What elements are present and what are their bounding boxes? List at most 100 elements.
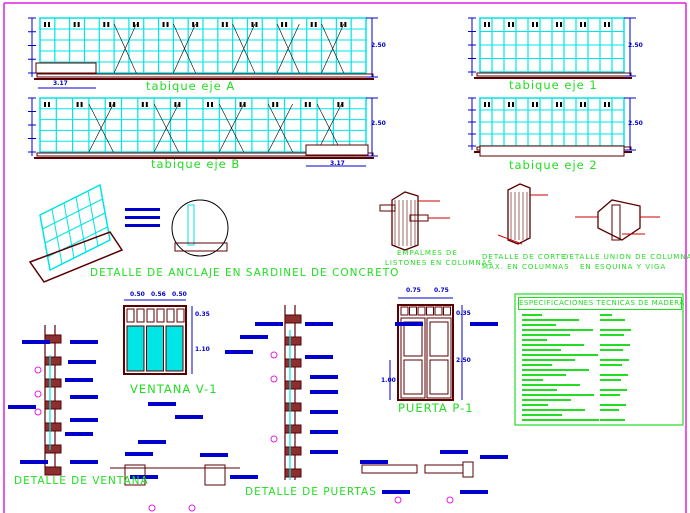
title-empalmes-2: LISTONES EN COLUMNAS (385, 259, 493, 267)
dim-b-width: 3.17 (330, 160, 345, 167)
ventana-glass-pane (146, 325, 164, 372)
title-puerta: PUERTA P-1 (398, 401, 474, 415)
tabique-2-bolt (532, 102, 534, 107)
spec-text-line (600, 379, 621, 381)
puerta-panel (403, 359, 423, 395)
annotation-tag (68, 360, 96, 364)
tabique-1-bolt (584, 22, 586, 27)
column-union (597, 199, 641, 241)
spec-text-line (522, 379, 543, 381)
ventana-section-block (44, 334, 62, 344)
section-marker (446, 496, 454, 504)
anclaje-zoom-circle (171, 199, 229, 257)
annotation-tag (125, 224, 160, 227)
title-tabique-b: tabique eje B (151, 157, 241, 171)
anclaje-sardinel (28, 231, 124, 283)
spec-text-line (522, 364, 552, 366)
annotation-tag (130, 475, 158, 479)
tabique-1-bolt (556, 22, 558, 27)
dim-b-height: 2.50 (371, 120, 386, 127)
spec-text-line (522, 349, 561, 351)
ventana-jamb-right (204, 464, 226, 486)
section-marker (270, 375, 278, 383)
annotation-tag (395, 322, 423, 326)
spec-text-line (522, 409, 585, 411)
tabique-1-bolt (536, 22, 538, 27)
ventana-transom-pane (136, 308, 145, 323)
puerta-height-3: 1.00 (381, 377, 396, 384)
tabique-2-bolt (512, 102, 514, 107)
annotation-tag (382, 490, 410, 494)
puerta-frame (397, 304, 454, 401)
anclaje-panel (39, 183, 111, 272)
tabique-b-bolt (145, 102, 148, 107)
tabique-a-bolt (136, 22, 139, 27)
tabique-a-bolt (132, 22, 135, 27)
tabique-a-bolt (281, 22, 284, 27)
dim-1-height: 2.50 (628, 42, 643, 49)
tabique-a-brace (113, 23, 137, 74)
tabique-b-bolt (239, 102, 242, 107)
liston (409, 214, 429, 222)
tabique-b-bolt (113, 102, 116, 107)
tabique-1-bolt (560, 22, 562, 27)
title-anclaje: DETALLE DE ANCLAJE EN SARDINEL DE CONCRE… (90, 267, 400, 279)
tabique-a-bolt (255, 22, 258, 27)
ventana-section-block (44, 422, 62, 432)
anclaje-section-stud (187, 204, 195, 246)
annotation-tag (22, 340, 50, 344)
puerta-section-block (284, 424, 302, 434)
tabique-b-bolt (337, 102, 340, 107)
dim-a-height: 2.50 (371, 42, 386, 49)
tabique-b-bolt (76, 102, 79, 107)
puerta-width-1: 0.75 (406, 287, 421, 294)
tabique-2-bolt (556, 102, 558, 107)
ventana-transom-pane (156, 308, 165, 323)
annotation-tag (305, 355, 333, 359)
spec-text-line (600, 409, 619, 411)
puerta-panel (429, 359, 449, 395)
anclaje-section-base (174, 242, 228, 252)
puerta-section-block (284, 358, 302, 368)
puerta-jamb (462, 461, 474, 478)
tabique-1-base (476, 72, 632, 77)
puerta-section-block (284, 402, 302, 412)
puerta-section-block (284, 380, 302, 390)
tabique-1-bolt (608, 22, 610, 27)
tabique-b-bolt (48, 102, 50, 107)
annotation-tag (310, 410, 338, 414)
spec-text-line (522, 339, 547, 341)
tabique-b-brace (219, 103, 245, 153)
spec-text-line (522, 354, 598, 356)
section-marker (270, 351, 278, 359)
puerta-height-1: 0.35 (456, 310, 471, 317)
tabique-1-bolt (508, 22, 510, 27)
ventana-transom-pane (146, 308, 155, 323)
ventana-section-block (44, 356, 62, 366)
column-corte (507, 183, 531, 245)
spec-text-line (600, 364, 622, 366)
annotation-tag (20, 460, 48, 464)
tabique-1-bolt (488, 22, 490, 27)
tabique-1-bolt (604, 22, 606, 27)
tabique-b-brace (88, 103, 114, 153)
tabique-a-brace (321, 23, 345, 74)
annotation-tag (200, 453, 228, 457)
annotation-tag (305, 322, 333, 326)
spec-text-line (522, 359, 575, 361)
spec-text-line (522, 329, 593, 331)
spec-text-line (600, 319, 625, 321)
tabique-b-bolt (141, 102, 144, 107)
tabique-a-brace (276, 23, 300, 74)
tabique-b-bolt (80, 102, 83, 107)
specs-box (514, 293, 684, 426)
spec-text-line (522, 404, 548, 406)
column-union-post (611, 204, 621, 241)
spec-text-line (600, 389, 627, 391)
spec-text-line (600, 344, 630, 346)
annotation-tag (310, 390, 338, 394)
puerta-section-block (284, 468, 302, 478)
tabique-b-bolt (308, 102, 311, 107)
tabique-1-bolt (580, 22, 582, 27)
tabique-b-base (36, 152, 374, 157)
